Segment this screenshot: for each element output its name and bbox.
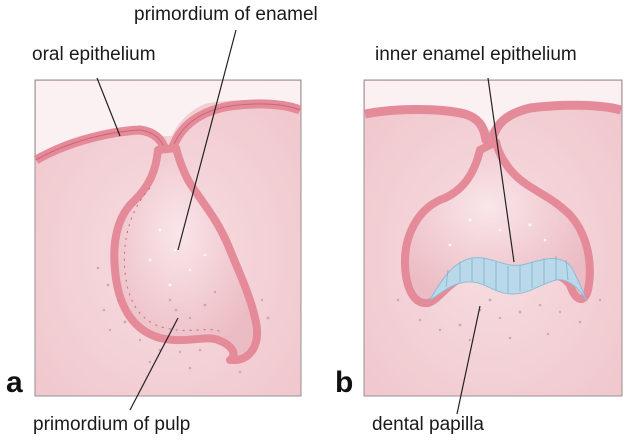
label-dental-papilla: dental papilla [372,414,484,436]
panel-letter-b: b [335,366,353,400]
label-primordium-of-enamel: primordium of enamel [134,4,318,26]
label-inner-enamel-epithelium: inner enamel epithelium [375,44,577,66]
label-primordium-of-pulp: primordium of pulp [33,414,190,436]
panel-a [35,80,301,396]
label-oral-epithelium: oral epithelium [32,44,156,66]
panel-b [364,80,622,396]
panel-letter-a: a [6,366,23,400]
